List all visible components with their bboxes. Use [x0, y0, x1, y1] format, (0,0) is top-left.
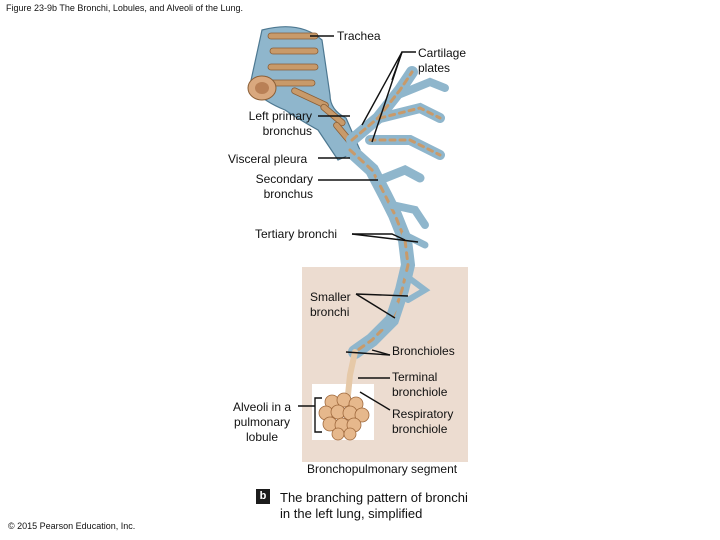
label-trachea: Trachea	[337, 29, 381, 43]
label-left-primary-line2: bronchus	[262, 124, 312, 138]
label-bronchopulmonary-segment: Bronchopulmonary segment	[307, 462, 458, 476]
label-smaller-bronchi: Smaller bronchi	[310, 290, 351, 320]
upper-lobe-bronchi	[346, 66, 449, 160]
copyright-notice: © 2015 Pearson Education, Inc.	[8, 521, 136, 531]
label-alveoli-line3: lobule	[245, 430, 279, 444]
caption-line1: The branching pattern of bronchi	[280, 490, 468, 505]
secondary-bronchus-illustration	[343, 143, 431, 359]
figure-caption: The branching pattern of bronchi in the …	[280, 490, 468, 522]
label-respiratory-bronchiole: Respiratory bronchiole	[392, 407, 453, 437]
label-left-primary-bronchus: Left primary bronchus	[230, 109, 312, 139]
label-visceral-pleura: Visceral pleura	[228, 152, 308, 166]
leader-lines	[298, 35, 419, 411]
label-alveoli-line1: Alveoli in a	[232, 400, 292, 414]
label-alveoli-pulmonary-lobule: Alveoli in a pulmonary lobule	[226, 400, 298, 445]
label-respiratory-line2: bronchiole	[392, 422, 448, 436]
label-cartilage-plates: Cartilage plates	[418, 46, 466, 76]
label-secondary-line1: Secondary	[255, 172, 313, 186]
figure-title: Figure 23-9b The Bronchi, Lobules, and A…	[6, 3, 243, 13]
label-smaller-line1: Smaller	[310, 290, 351, 304]
label-secondary-bronchus: Secondary bronchus	[240, 172, 313, 202]
trachea-illustration	[247, 26, 361, 161]
label-left-primary-line1: Left primary	[248, 109, 312, 123]
label-alveoli-line2: pulmonary	[233, 415, 291, 429]
label-smaller-line2: bronchi	[310, 305, 350, 319]
label-secondary-line2: bronchus	[263, 187, 313, 201]
label-tertiary-bronchi: Tertiary bronchi	[255, 227, 338, 241]
panel-letter-badge: b	[256, 489, 270, 504]
alveoli-bracket	[314, 397, 322, 433]
label-bronchioles: Bronchioles	[392, 344, 455, 358]
label-terminal-line1: Terminal	[392, 370, 438, 384]
label-terminal-line2: bronchiole	[392, 385, 448, 399]
label-terminal-bronchiole: Terminal bronchiole	[392, 370, 447, 400]
terminal-bronchiole-illustration	[345, 349, 358, 398]
label-cartilage-line2: plates	[418, 61, 451, 75]
label-cartilage-line1: Cartilage	[418, 46, 467, 60]
caption-line2: in the left lung, simplified	[280, 506, 423, 521]
label-respiratory-line1: Respiratory	[392, 407, 454, 421]
alveoli-cluster	[318, 392, 370, 441]
